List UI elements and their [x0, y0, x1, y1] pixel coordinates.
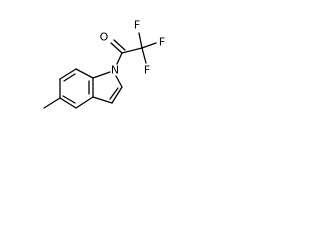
bond-cf3-f-right — [141, 42, 157, 49]
bond-c6-c7-inner — [63, 73, 76, 82]
bond-c7a-n1 — [92, 71, 111, 79]
bond-c6-c7 — [59, 68, 77, 80]
bond-c2-c3-inner — [109, 87, 119, 100]
atom-label-fluorine-bottom: F — [144, 64, 150, 77]
bond-n1-c2 — [115, 75, 123, 88]
bond-c2-c3 — [111, 86, 123, 104]
bond-lines — [43, 32, 157, 109]
bond-c3-c3a — [92, 96, 113, 104]
atom-label-fluorine-right: F — [159, 36, 165, 49]
atom-labels: O F F F N — [100, 19, 166, 77]
chemical-structure-diagram: O F F F N — [43, 19, 166, 109]
bond-c4-c5 — [59, 97, 77, 109]
bond-carbonyl-o-double — [113, 39, 126, 51]
bond-cf3-f-bottom — [141, 47, 147, 64]
bond-carbonyl-cf3 — [121, 47, 143, 54]
atom-label-fluorine-top: F — [134, 19, 140, 32]
bond-c4-c5-inner — [62, 95, 76, 104]
bond-n1-carbonyl — [116, 52, 123, 65]
bond-carbonyl-o — [110, 42, 123, 54]
atom-label-oxygen: O — [100, 31, 109, 44]
bond-c5-methyl — [43, 97, 61, 109]
bond-cf3-f-top — [138, 32, 143, 49]
atom-label-nitrogen: N — [111, 64, 119, 77]
bond-c3a-c4 — [75, 96, 94, 109]
bond-c7-c7a — [75, 68, 94, 79]
